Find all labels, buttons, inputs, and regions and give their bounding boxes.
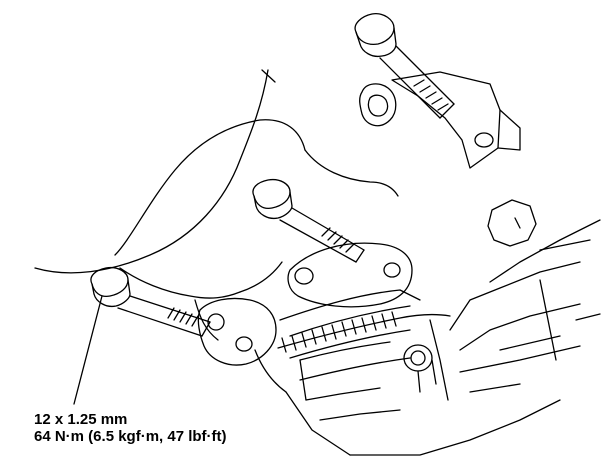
middle-bolt [252,178,365,263]
lower-bolt [90,266,211,337]
middle-mount-bracket [279,242,421,337]
upper-bolt [354,13,455,119]
transmission-case [429,199,601,401]
torque-spec-label: 64 N·m (6.5 kgf·m, 47 lbf·ft) [34,428,227,445]
shaft-housing [299,341,437,421]
flywheel-ring-gear [277,311,451,359]
engine-housing-outline [34,69,601,456]
bolt-size-label: 12 x 1.25 mm [34,411,128,428]
callout-leader-line [73,295,103,405]
upper-mount-bracket [359,71,521,169]
